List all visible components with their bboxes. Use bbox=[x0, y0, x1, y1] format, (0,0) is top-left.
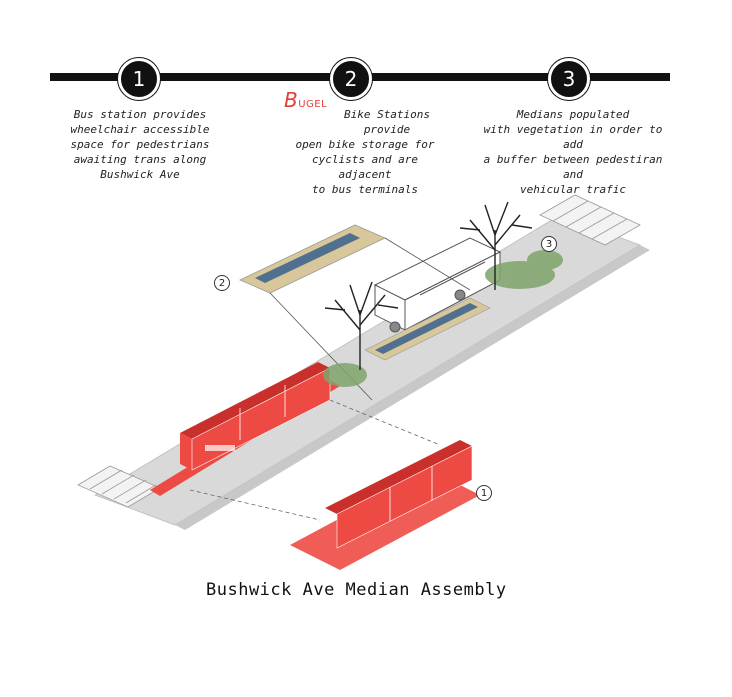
step-marker-1: 1 bbox=[118, 58, 160, 100]
crosswalk-far bbox=[539, 194, 641, 246]
caption-line: awaiting trans along bbox=[73, 153, 207, 166]
step-3-caption: Medians populated with vegetation in ord… bbox=[478, 107, 668, 197]
bike-rack-callout bbox=[239, 224, 471, 401]
caption-line: a buffer between pedestiran and bbox=[483, 153, 663, 181]
callout-number: 1 bbox=[480, 487, 488, 499]
logo-text: UGEL bbox=[298, 99, 328, 110]
projection-lines bbox=[189, 399, 441, 521]
caption-line: space for pedestrians bbox=[70, 138, 210, 151]
step-marker-2: 2 bbox=[330, 58, 372, 100]
caption-line: vehicular trafic bbox=[520, 183, 626, 196]
callout-number: 2 bbox=[218, 277, 226, 289]
callout-1: 1 bbox=[476, 485, 492, 501]
step-number: 3 bbox=[562, 67, 576, 91]
caption-line: with vegetation in order to add bbox=[483, 123, 663, 151]
logo-initial: B bbox=[284, 88, 299, 112]
callout-3: 3 bbox=[541, 236, 557, 252]
median-assembly-diagram bbox=[77, 194, 650, 570]
bus-shelter-detached bbox=[290, 440, 480, 570]
step-marker-3: 3 bbox=[548, 58, 590, 100]
bugel-logo: BUGEL bbox=[284, 90, 328, 110]
caption-line: Medians populated bbox=[516, 108, 630, 121]
step-number: 2 bbox=[344, 67, 358, 91]
caption-line: Bike Stations provide bbox=[343, 108, 431, 136]
bus bbox=[373, 237, 502, 333]
caption-line: to bus terminals bbox=[312, 183, 418, 196]
tree-left bbox=[324, 281, 399, 370]
bike-rack-median bbox=[364, 297, 491, 361]
caption-line: Bus station provides bbox=[73, 108, 207, 121]
tree-right bbox=[459, 201, 533, 290]
bus-shelter-main bbox=[180, 362, 331, 471]
median-edge bbox=[175, 245, 650, 530]
caption-line: open bike storage for bbox=[295, 138, 435, 151]
step-number: 1 bbox=[132, 67, 146, 91]
caption-line: cyclists and are adjacent bbox=[312, 153, 418, 181]
callout-2: 2 bbox=[214, 275, 230, 291]
step-1-caption: Bus station provides wheelchair accessib… bbox=[70, 107, 210, 182]
planting bbox=[323, 250, 563, 387]
caption-line: Bushwick Ave bbox=[100, 168, 180, 181]
step-2-caption: Bike Stations provide open bike storage … bbox=[290, 107, 440, 197]
caption-line: wheelchair accessible bbox=[70, 123, 210, 136]
diagram-title: Bushwick Ave Median Assembly bbox=[206, 580, 507, 600]
callout-number: 3 bbox=[545, 238, 553, 250]
